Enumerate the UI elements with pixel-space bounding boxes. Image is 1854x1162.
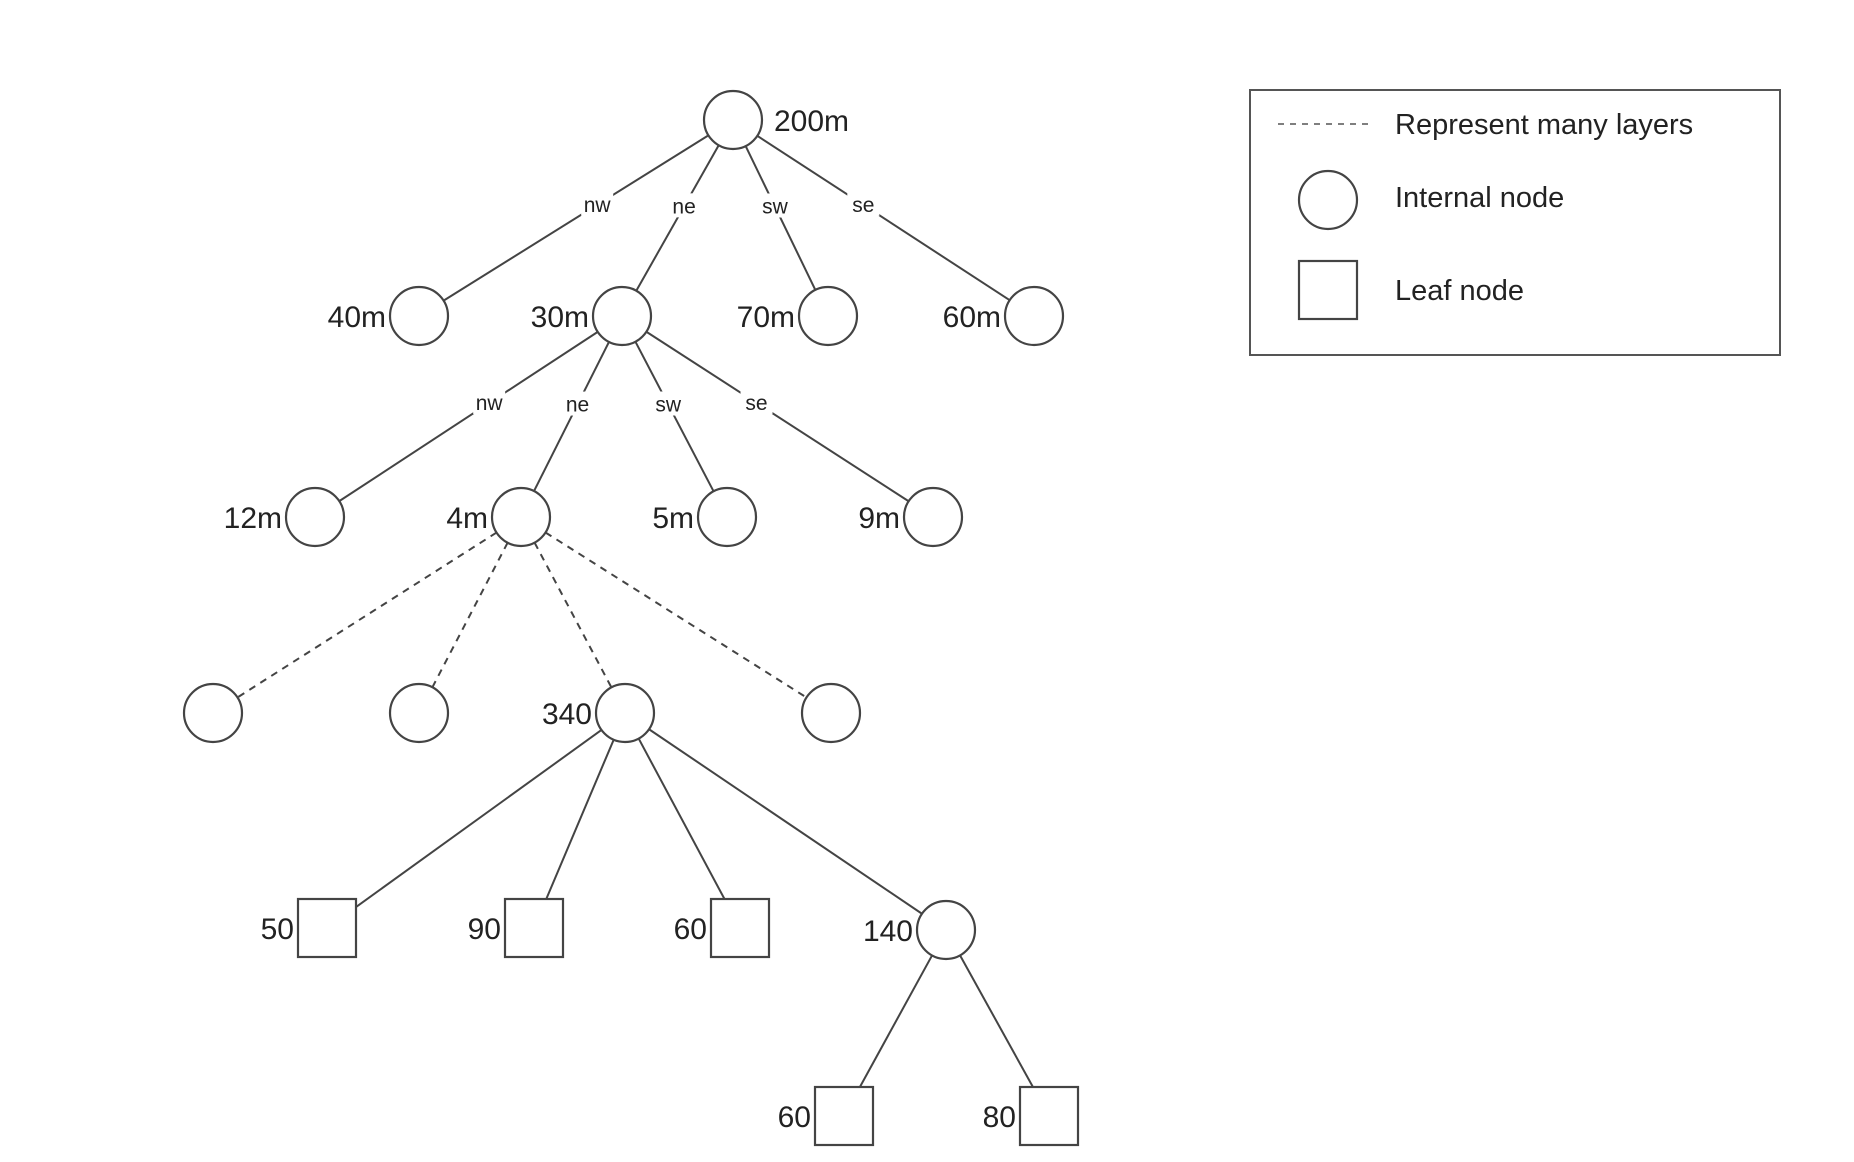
tree-edge-n2-n21 [338,331,599,502]
tree-edge-d3-l1 [355,729,603,908]
leaf-node-l2 [503,897,565,959]
internal-node-n24 [902,486,964,548]
node-label-n22: 4m [446,502,488,535]
edge-label-se: se [745,392,767,415]
internal-node-n4 [1003,285,1065,347]
node-label-c4: 140 [863,915,913,948]
edge-label-nw: nw [476,392,504,415]
tree-edge-c4-l42 [959,954,1034,1088]
tree-edge-d3-l3 [637,738,726,900]
edge-label-halo [581,191,614,216]
node-label-n24: 9m [858,502,900,535]
tree-edge-root-n3 [744,145,817,291]
tree-edge-n22-d2 [431,542,509,688]
legend-internal-node-icon [1297,169,1359,231]
edge-label-halo [740,389,773,414]
edge-label-halo [668,193,701,218]
node-label-d3: 340 [542,698,592,731]
node-label-l3: 60 [674,913,707,946]
node-label-l2: 90 [468,913,501,946]
edge-label-ne: ne [566,394,589,417]
internal-node-root [702,89,764,151]
tree-edge-root-n2 [635,144,720,292]
internal-node-n21 [284,486,346,548]
internal-node-d2 [388,682,450,744]
node-label-n1: 40m [328,301,386,334]
edge-label-sw: sw [655,394,682,417]
internal-node-c4 [915,899,977,961]
tree-edge-c4-l41 [859,954,933,1088]
leaf-node-l3 [709,897,771,959]
tree-edge-n2-n24 [645,330,910,503]
internal-node-n2 [591,285,653,347]
node-label-n23: 5m [652,502,694,535]
legend: Represent many layers Internal node Leaf… [1249,89,1781,356]
node-label-n2: 30m [531,301,589,334]
node-label-n4: 60m [943,301,1001,334]
tree-edge-d3-l2 [545,739,615,900]
node-label-l41: 60 [778,1101,811,1134]
edge-label-se: se [852,194,874,217]
internal-node-n3 [797,285,859,347]
edge-label-halo [758,193,791,218]
internal-node-d1 [182,682,244,744]
edge-label-nw: nw [584,194,612,217]
node-label-n21: 12m [224,502,282,535]
leaf-node-l41 [813,1085,875,1147]
edge-label-halo [561,391,594,416]
legend-leaf-node-icon [1297,259,1359,321]
legend-leaf-node-label: Leaf node [1395,275,1524,307]
internal-node-n23 [696,486,758,548]
node-label-l42: 80 [983,1101,1016,1134]
node-label-l1: 50 [261,913,294,946]
internal-node-d3 [594,682,656,744]
edges-layer [236,134,1034,1088]
edge-labels-layer: nw ne sw se nw ne sw se [473,191,880,417]
node-label-n3: 70m [737,301,795,334]
edge-label-halo [652,391,685,416]
node-label-root: 200m [774,105,849,138]
tree-edge-n2-n23 [634,341,715,492]
tree-edge-n22-d3 [533,542,613,688]
leaf-node-l42 [1018,1085,1080,1147]
leaf-node-l1 [296,897,358,959]
edge-label-halo [473,389,506,414]
tree-edge-d3-c4 [648,728,923,915]
edge-label-ne: ne [672,195,695,218]
edge-label-halo [847,191,880,216]
tree-edge-n2-n22 [533,341,610,492]
tree-edge-n22-d4 [544,531,808,699]
internal-node-d4 [800,682,862,744]
legend-dashed-line-label: Represent many layers [1395,109,1693,141]
legend-internal-node-label: Internal node [1395,182,1564,214]
nodes-layer: 200m 40m 30m 70m 60m 12m 4m 5m 9m 340 50 90 60 140 60 8… [182,89,1080,1147]
tree-edge-root-n4 [756,134,1011,302]
tree-edge-root-n1 [443,134,709,302]
internal-node-n1 [388,285,450,347]
edge-label-sw: sw [762,195,789,218]
internal-node-n22 [490,486,552,548]
tree-edge-n22-d1 [236,531,498,699]
